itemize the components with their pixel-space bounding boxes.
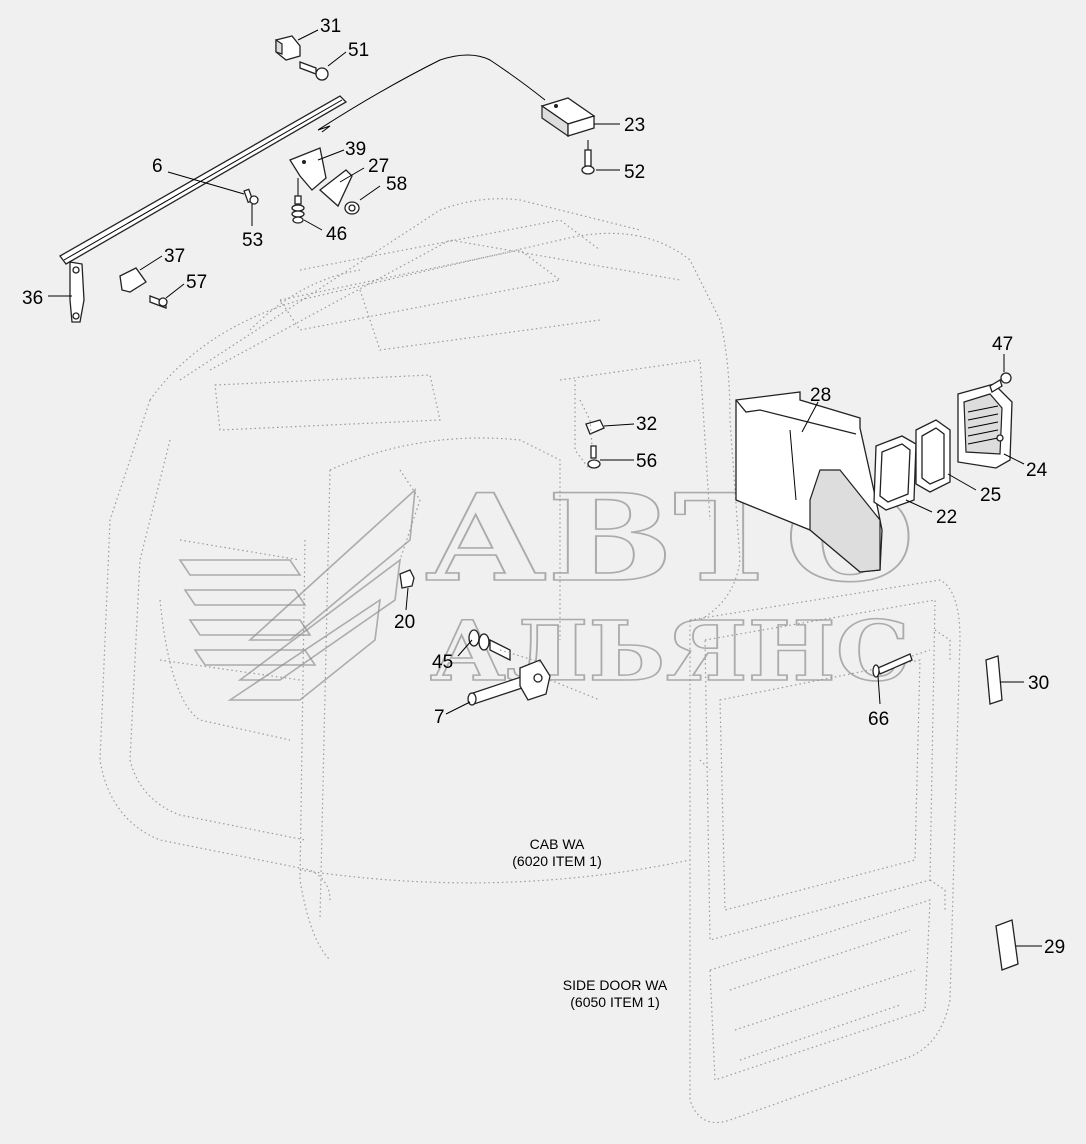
part-66-screw	[872, 653, 913, 678]
callout-46: 46	[326, 224, 347, 245]
callout-labels: 31 51 23 52 6 39 27 58 53 46 37 57 36 47…	[22, 16, 1065, 958]
callout-27: 27	[368, 156, 389, 177]
door-outline	[689, 579, 961, 1124]
part-51-bolt	[299, 61, 329, 81]
callout-7: 7	[434, 707, 445, 728]
part-32-clip	[585, 419, 605, 435]
callout-51: 51	[348, 40, 369, 61]
callout-24: 24	[1026, 460, 1048, 481]
part-20-nut	[399, 569, 415, 589]
callout-30: 30	[1028, 673, 1049, 694]
callout-20: 20	[394, 612, 415, 633]
callout-36: 36	[22, 288, 43, 309]
part-cable	[317, 54, 546, 131]
callout-23: 23	[624, 115, 645, 136]
callout-56: 56	[636, 451, 657, 472]
part-52-screw	[581, 140, 595, 175]
part-36-latch	[69, 261, 85, 323]
door-note-line2: (6050 ITEM 1)	[570, 994, 659, 1010]
callout-6: 6	[152, 156, 163, 177]
callout-47: 47	[992, 334, 1013, 355]
callout-31: 31	[320, 16, 341, 37]
callout-39: 39	[345, 139, 366, 160]
part-57-screw	[149, 295, 168, 309]
callout-29: 29	[1044, 937, 1065, 958]
watermark-logo	[178, 488, 417, 701]
callout-66: 66	[868, 709, 889, 730]
callout-25: 25	[980, 485, 1001, 506]
part-53-screw	[243, 188, 259, 205]
part-47-screw	[989, 372, 1012, 393]
part-56-screw	[587, 445, 601, 469]
door-note-line1: SIDE DOOR WA	[563, 977, 668, 993]
part-46-bolt	[291, 178, 305, 224]
part-39-bracket	[289, 147, 327, 191]
part-23-switch	[540, 97, 596, 138]
leader-lines	[48, 29, 1042, 947]
callout-22: 22	[936, 507, 957, 528]
callout-57: 57	[186, 272, 207, 293]
part-7-pin	[467, 659, 551, 706]
cab-outline	[99, 198, 741, 961]
assembly-notes: CAB WA (6020 ITEM 1) SIDE DOOR WA (6050 …	[512, 836, 668, 1010]
part-22-gasket	[873, 435, 917, 511]
callout-53: 53	[242, 230, 263, 251]
part-6-rail	[59, 95, 348, 265]
part-24-grille	[957, 383, 1013, 469]
part-37-bracket	[119, 267, 147, 293]
callout-37: 37	[164, 246, 185, 267]
part-31-bracket	[275, 35, 301, 61]
callout-58: 58	[386, 174, 407, 195]
part-27-bracket	[318, 169, 353, 208]
callout-32: 32	[636, 414, 657, 435]
cab-note-line1: CAB WA	[530, 836, 585, 852]
cab-note-line2: (6020 ITEM 1)	[512, 853, 601, 869]
part-30-pad	[985, 655, 1003, 705]
callout-28: 28	[810, 385, 831, 406]
part-25-gasket	[915, 419, 951, 493]
part-28-filter	[735, 391, 883, 573]
part-58-nut	[344, 201, 360, 215]
callout-45: 45	[432, 652, 453, 673]
part-29-pad	[995, 919, 1019, 971]
callout-52: 52	[624, 162, 645, 183]
